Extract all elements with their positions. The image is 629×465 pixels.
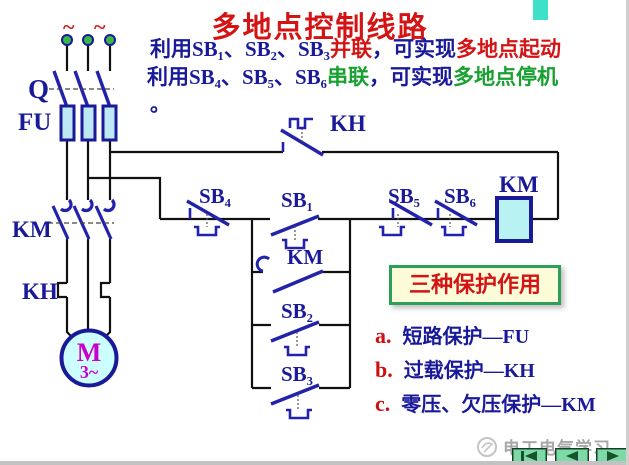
label-sb6: SB₆ (444, 184, 476, 208)
arrow-left-icon (566, 451, 578, 461)
label-km-seal-in: KM (287, 245, 324, 269)
slide-border-right (626, 0, 629, 465)
label-sb5: SB₅ (388, 184, 420, 208)
slide-border-bottom (0, 461, 629, 465)
protection-item-b: b. 过载保护—KH (375, 354, 535, 383)
arrow-right-icon (607, 451, 619, 461)
protection-b-index: b. (375, 357, 393, 382)
intro-line-3: 。 (150, 94, 170, 116)
label-sb4: SB₄ (199, 184, 231, 208)
km-seal-in-contact (255, 255, 324, 294)
sb4-nc-button (186, 199, 230, 237)
label-km-coil: KM (499, 172, 539, 197)
protection-b-text: 过载保护—KH (403, 360, 535, 382)
intro2-devices: 利用SB₄、SB₅、SB₆ (147, 65, 327, 89)
sb6-nc-button (434, 199, 478, 237)
protection-c-text: 零压、欠压保护—KM (401, 394, 596, 416)
kh-heater-symbols (56, 281, 110, 299)
supply-terminals (61, 34, 116, 46)
sb1-no-button (270, 214, 320, 250)
page-title: 多地点控制线路 (211, 12, 429, 44)
protection-box-title: 三种保护作用 (389, 265, 561, 305)
kh-nc-contact (280, 117, 324, 157)
protection-item-a: a. 短路保护—FU (375, 320, 529, 349)
label-sb3: SB₃ (281, 362, 313, 386)
km-main-contacts (51, 198, 116, 240)
teal-deco-block (533, 0, 548, 20)
watermark-logo-icon (477, 437, 497, 457)
label-km-main: KM (12, 217, 52, 242)
sb2-no-button (270, 320, 320, 357)
protection-c-index: c. (375, 391, 391, 416)
intro2-result: 多地点停机 (452, 65, 558, 89)
intro1-parallel: 并联 (329, 37, 372, 61)
protection-a-index: a. (375, 323, 392, 348)
label-sb2: SB₂ (281, 299, 313, 323)
protection-item-c: c. 零压、欠压保护—KM (375, 388, 596, 417)
sb5-nc-button (379, 199, 433, 237)
intro-line-2: 利用SB₄、SB₅、SB₆串联，可实现多地点停机 (147, 61, 558, 91)
km-coil-symbol (495, 196, 533, 243)
intro-line-1: 利用SB₁、SB₂、SB₃并联，可实现多地点起动 (150, 33, 561, 63)
intro2-connector: ，可实现 (368, 65, 453, 89)
label-q: Q (28, 74, 50, 104)
label-sb1: SB₁ (281, 188, 313, 212)
sb3-no-button (270, 383, 320, 420)
intro1-devices: 利用SB₁、SB₂、SB₃ (150, 37, 330, 61)
label-kh-main: KH (22, 279, 58, 304)
skip-first-icon (521, 451, 537, 461)
label-fu: FU (18, 109, 52, 136)
motor-symbol (59, 328, 119, 388)
motor-phase: 3~ (79, 362, 99, 382)
protection-a-text: 短路保护—FU (402, 326, 530, 348)
intro1-result: 多地点起动 (455, 37, 561, 61)
intro2-series: 串联 (326, 65, 369, 89)
ac-supply-marks: ~ ~ (63, 14, 113, 39)
label-kh-contact: KH (330, 111, 366, 136)
motor-letter: M (76, 338, 102, 367)
fuse-symbols (59, 104, 118, 142)
intro1-connector: ，可实现 (371, 37, 456, 61)
